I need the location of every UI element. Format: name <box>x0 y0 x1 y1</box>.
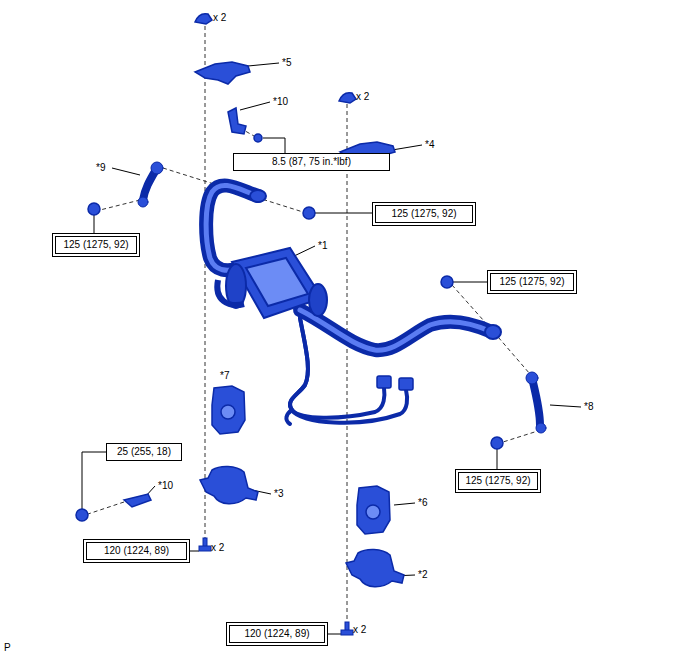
torque-spec-box: 25 (255, 18) <box>106 443 182 461</box>
dashed-guide <box>205 26 206 540</box>
nut <box>254 134 262 142</box>
torque-spec-box: 120 (1224, 89) <box>83 539 190 563</box>
nut-cap <box>195 14 212 24</box>
leader-line <box>82 452 106 509</box>
torque-value: 120 (1224, 89) <box>104 545 169 557</box>
bolt <box>341 630 353 635</box>
stabilizer-bar <box>206 185 501 350</box>
callout-number: x 2 <box>213 12 226 24</box>
nut <box>303 207 315 219</box>
stabilizer-bar <box>300 310 492 350</box>
leader-line <box>190 551 199 552</box>
torque-spec-box: 125 (1275, 92) <box>52 233 140 257</box>
actuator-housing <box>217 248 327 318</box>
leader-line <box>550 405 581 407</box>
nut <box>88 203 100 215</box>
callout-number: *10 <box>158 480 173 492</box>
leader-line <box>394 503 415 505</box>
wire-harness <box>290 318 407 423</box>
bolt <box>199 538 353 635</box>
dashed-guide <box>88 502 124 514</box>
callout-number: *5 <box>282 57 291 69</box>
nut-cap <box>339 93 356 103</box>
torque-value: 25 (255, 18) <box>117 446 171 458</box>
bracket <box>228 108 246 134</box>
bushing <box>366 505 380 519</box>
dashed-guide <box>100 200 140 210</box>
wire-harness <box>286 410 292 424</box>
leader-line <box>392 145 422 150</box>
stabilizer-link <box>532 378 540 425</box>
callout-number: P <box>4 642 11 654</box>
bracket <box>200 466 258 503</box>
stabilizer-link <box>138 197 148 207</box>
bushing <box>212 386 390 534</box>
bolt <box>199 546 211 551</box>
callout-number: *3 <box>274 488 283 500</box>
connector <box>377 376 413 390</box>
torque-value: 120 (1224, 89) <box>244 628 309 640</box>
nut <box>76 509 88 521</box>
nut <box>441 276 453 288</box>
dashed-guide <box>503 430 541 442</box>
torque-spec-box: 125 (1275, 92) <box>372 202 476 226</box>
leader-line <box>263 138 285 153</box>
actuator-housing <box>309 284 327 316</box>
leader-line <box>453 282 487 283</box>
bracket <box>124 494 151 507</box>
callout-number: *6 <box>418 497 427 509</box>
callout-number: *8 <box>584 401 593 413</box>
wire-harness <box>286 318 407 424</box>
stabilizer-link <box>138 162 546 433</box>
bushing <box>357 486 390 534</box>
callout-number: *9 <box>96 162 105 174</box>
stabilizer-bar <box>300 310 492 350</box>
leader-line <box>112 168 140 175</box>
callout-number: x 2 <box>353 624 366 636</box>
torque-spec-box: 125 (1275, 92) <box>487 270 577 294</box>
torque-spec-box: 125 (1275, 92) <box>455 469 541 493</box>
bushing <box>212 386 245 434</box>
torque-spec-box: 120 (1224, 89) <box>226 622 328 646</box>
leader-line <box>94 215 95 233</box>
actuator-housing <box>246 258 308 306</box>
callout-number: x 2 <box>356 91 369 103</box>
bracket <box>124 62 404 587</box>
bracket <box>195 62 250 84</box>
nut <box>491 437 503 449</box>
callout-number: *4 <box>425 139 434 151</box>
leader-line <box>328 634 341 635</box>
dashed-guide <box>347 104 348 624</box>
dashed-guide <box>88 26 541 624</box>
torque-value: 125 (1275, 92) <box>63 239 128 251</box>
stabilizer-link <box>536 423 546 433</box>
torque-value: 125 (1275, 92) <box>391 208 456 220</box>
callout-number: x 2 <box>211 542 224 554</box>
callout-number: *7 <box>220 370 229 382</box>
stabilizer-link <box>526 372 538 384</box>
callout-number: *2 <box>418 569 427 581</box>
bushing <box>221 405 235 419</box>
stabilizer-bar <box>485 325 501 339</box>
nut-cap <box>195 14 356 103</box>
callout-number: *1 <box>318 240 327 252</box>
stabilizer-bar <box>250 190 266 202</box>
connector <box>399 378 413 390</box>
leader-line <box>248 63 279 66</box>
torque-spec-box: 8.5 (87, 75 in.*lbf) <box>233 153 390 171</box>
leader-line <box>315 213 372 214</box>
callout-number: *10 <box>273 96 288 108</box>
connector <box>377 376 391 388</box>
stabilizer-link <box>151 162 163 174</box>
leader-line <box>82 63 581 634</box>
leader-line <box>497 449 498 469</box>
torque-value: 125 (1275, 92) <box>465 475 530 487</box>
nut <box>76 134 503 521</box>
torque-value: 125 (1275, 92) <box>499 276 564 288</box>
torque-value: 8.5 (87, 75 in.*lbf) <box>272 156 351 168</box>
bracket <box>346 549 404 586</box>
leader-line <box>240 102 270 110</box>
actuator-housing <box>217 280 244 305</box>
